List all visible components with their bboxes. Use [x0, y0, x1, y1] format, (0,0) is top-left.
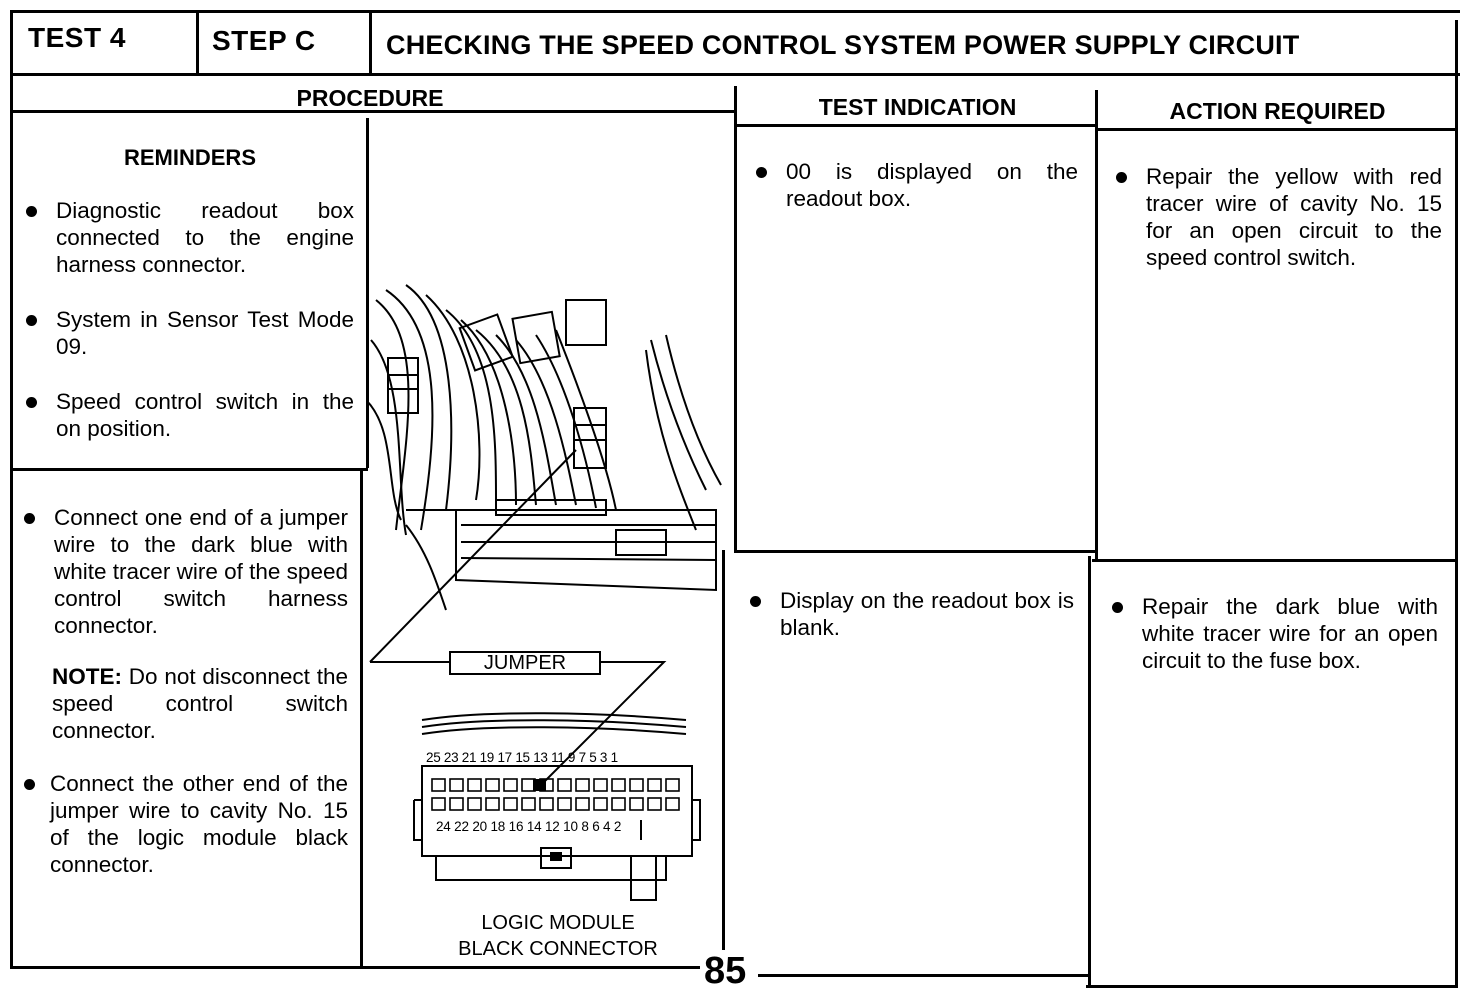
page-title: CHECKING THE SPEED CONTROL SYSTEM POWER … [386, 30, 1300, 60]
reminders-section: REMINDERS Diagnostic readout box connect… [16, 145, 354, 470]
action-required-header: ACTION REQUIRED [1169, 98, 1386, 124]
procedure-header: PROCEDURE [296, 85, 444, 111]
action-item: Repair the dark blue with white tracer w… [1102, 593, 1438, 674]
test-indication-item: 00 is displayed on the readout box. [746, 158, 1078, 212]
indication-row-1: 00 is displayed on the readout box. [746, 158, 1078, 240]
caption-line1: LOGIC MODULE [481, 912, 635, 934]
indication-row-2: Display on the readout box is blank. [740, 587, 1074, 669]
note-text: Do not disconnect the speed control swit… [52, 664, 348, 743]
page-number: 85 [700, 950, 751, 993]
test-indication-header: TEST INDICATION [818, 94, 1017, 120]
action-item: Repair the yellow with red tracer wire o… [1106, 163, 1442, 271]
wiring-figure [366, 284, 722, 901]
connector-cavities [431, 778, 680, 811]
connector-top-numbers: 25 23 21 19 17 15 13 11 9 7 5 3 1 [426, 750, 618, 765]
reminder-item: Speed control switch in the on position. [16, 388, 354, 442]
reminder-item: System in Sensor Test Mode 09. [16, 306, 354, 360]
reminders-list: Diagnostic readout box connected to the … [16, 197, 354, 442]
figure-caption: LOGIC MODULE BLACK CONNECTOR [420, 910, 696, 962]
jumper-label: JUMPER [483, 652, 567, 674]
cavity-15-marker [533, 779, 546, 791]
test-number: TEST 4 [28, 22, 126, 53]
procedure-steps: Connect one end of a jumper wire to the … [14, 504, 348, 906]
procedure-note: NOTE: Do not disconnect the speed contro… [14, 663, 348, 744]
reminders-title: REMINDERS [123, 145, 256, 170]
test-indication-item: Display on the readout box is blank. [740, 587, 1074, 641]
reminder-item: Diagnostic readout box connected to the … [16, 197, 354, 278]
procedure-step: Connect the other end of the jumper wire… [14, 770, 348, 878]
step-label: STEP C [212, 25, 316, 56]
action-row-2: Repair the dark blue with white tracer w… [1102, 593, 1438, 702]
connector-bottom-numbers: 24 22 20 18 16 14 12 10 8 6 4 2 [436, 819, 622, 834]
action-row-1: Repair the yellow with red tracer wire o… [1106, 163, 1442, 299]
note-label: NOTE: [52, 664, 122, 689]
caption-line2: BLACK CONNECTOR [458, 938, 658, 960]
procedure-step: Connect one end of a jumper wire to the … [14, 504, 348, 639]
